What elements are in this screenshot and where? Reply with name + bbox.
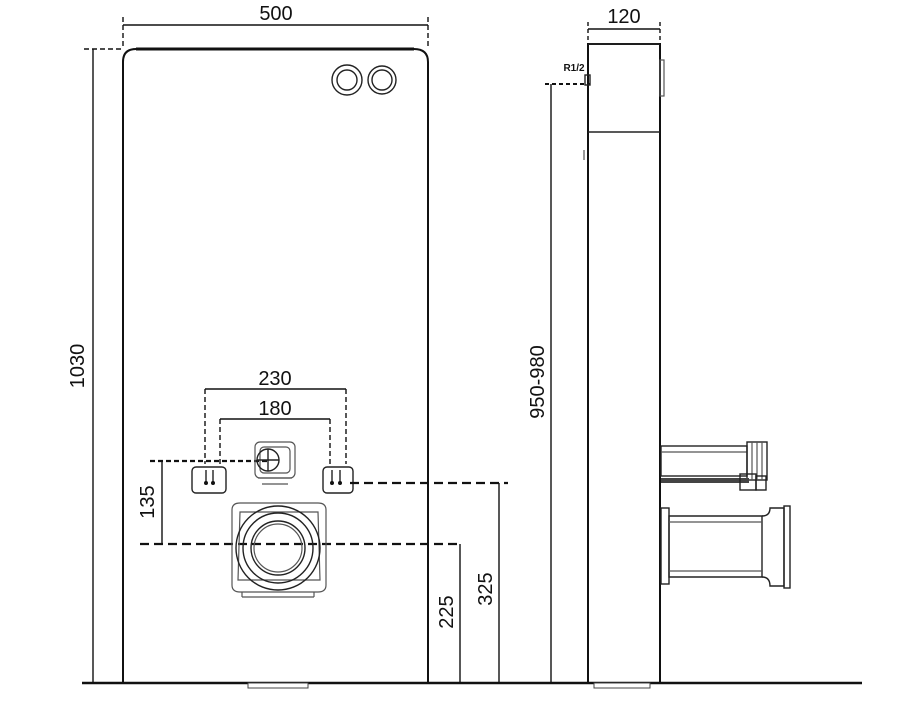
width-label: 500 [259,3,292,25]
side-panel [587,43,661,683]
inlet-thread: R1/2 [545,63,591,86]
depth-dimension: 120 [587,6,661,44]
outlet-height-label: 225 [436,595,458,628]
side-view: 120 R1/2 950-980 [527,6,791,689]
water-inlet [254,441,296,485]
bolt-height-dimension: 325 [475,483,500,683]
front-view: 500 1030 230 180 135 [67,3,508,689]
bolt-vertical-label: 135 [137,485,159,518]
bolt-outer-label: 230 [258,368,291,390]
inlet-height-dimension: 950-980 [527,84,552,683]
side-foot [593,682,651,689]
left-bolt [191,466,227,494]
right-bolt [322,466,354,494]
inlet-height-label: 950-980 [527,345,549,418]
drain-outlet [231,502,327,598]
depth-label: 120 [607,6,640,28]
side-upper-pipe [660,441,768,491]
front-foot [247,682,309,689]
height-dimension: 1030 [67,48,123,684]
bolt-outer-dimension: 230 [204,368,347,464]
front-panel [122,48,429,683]
width-dimension: 500 [122,3,429,49]
height-label: 1030 [67,344,89,389]
bolt-height-label: 325 [475,572,497,605]
bolt-inner-label: 180 [258,398,291,420]
flush-buttons [331,64,397,96]
outlet-height-dimension: 225 [436,544,461,683]
side-drain-pipe [660,505,791,589]
inlet-thread-label: R1/2 [563,63,585,74]
bolt-vertical-dimension: 135 [137,459,460,546]
bolt-inner-dimension: 180 [219,398,331,464]
